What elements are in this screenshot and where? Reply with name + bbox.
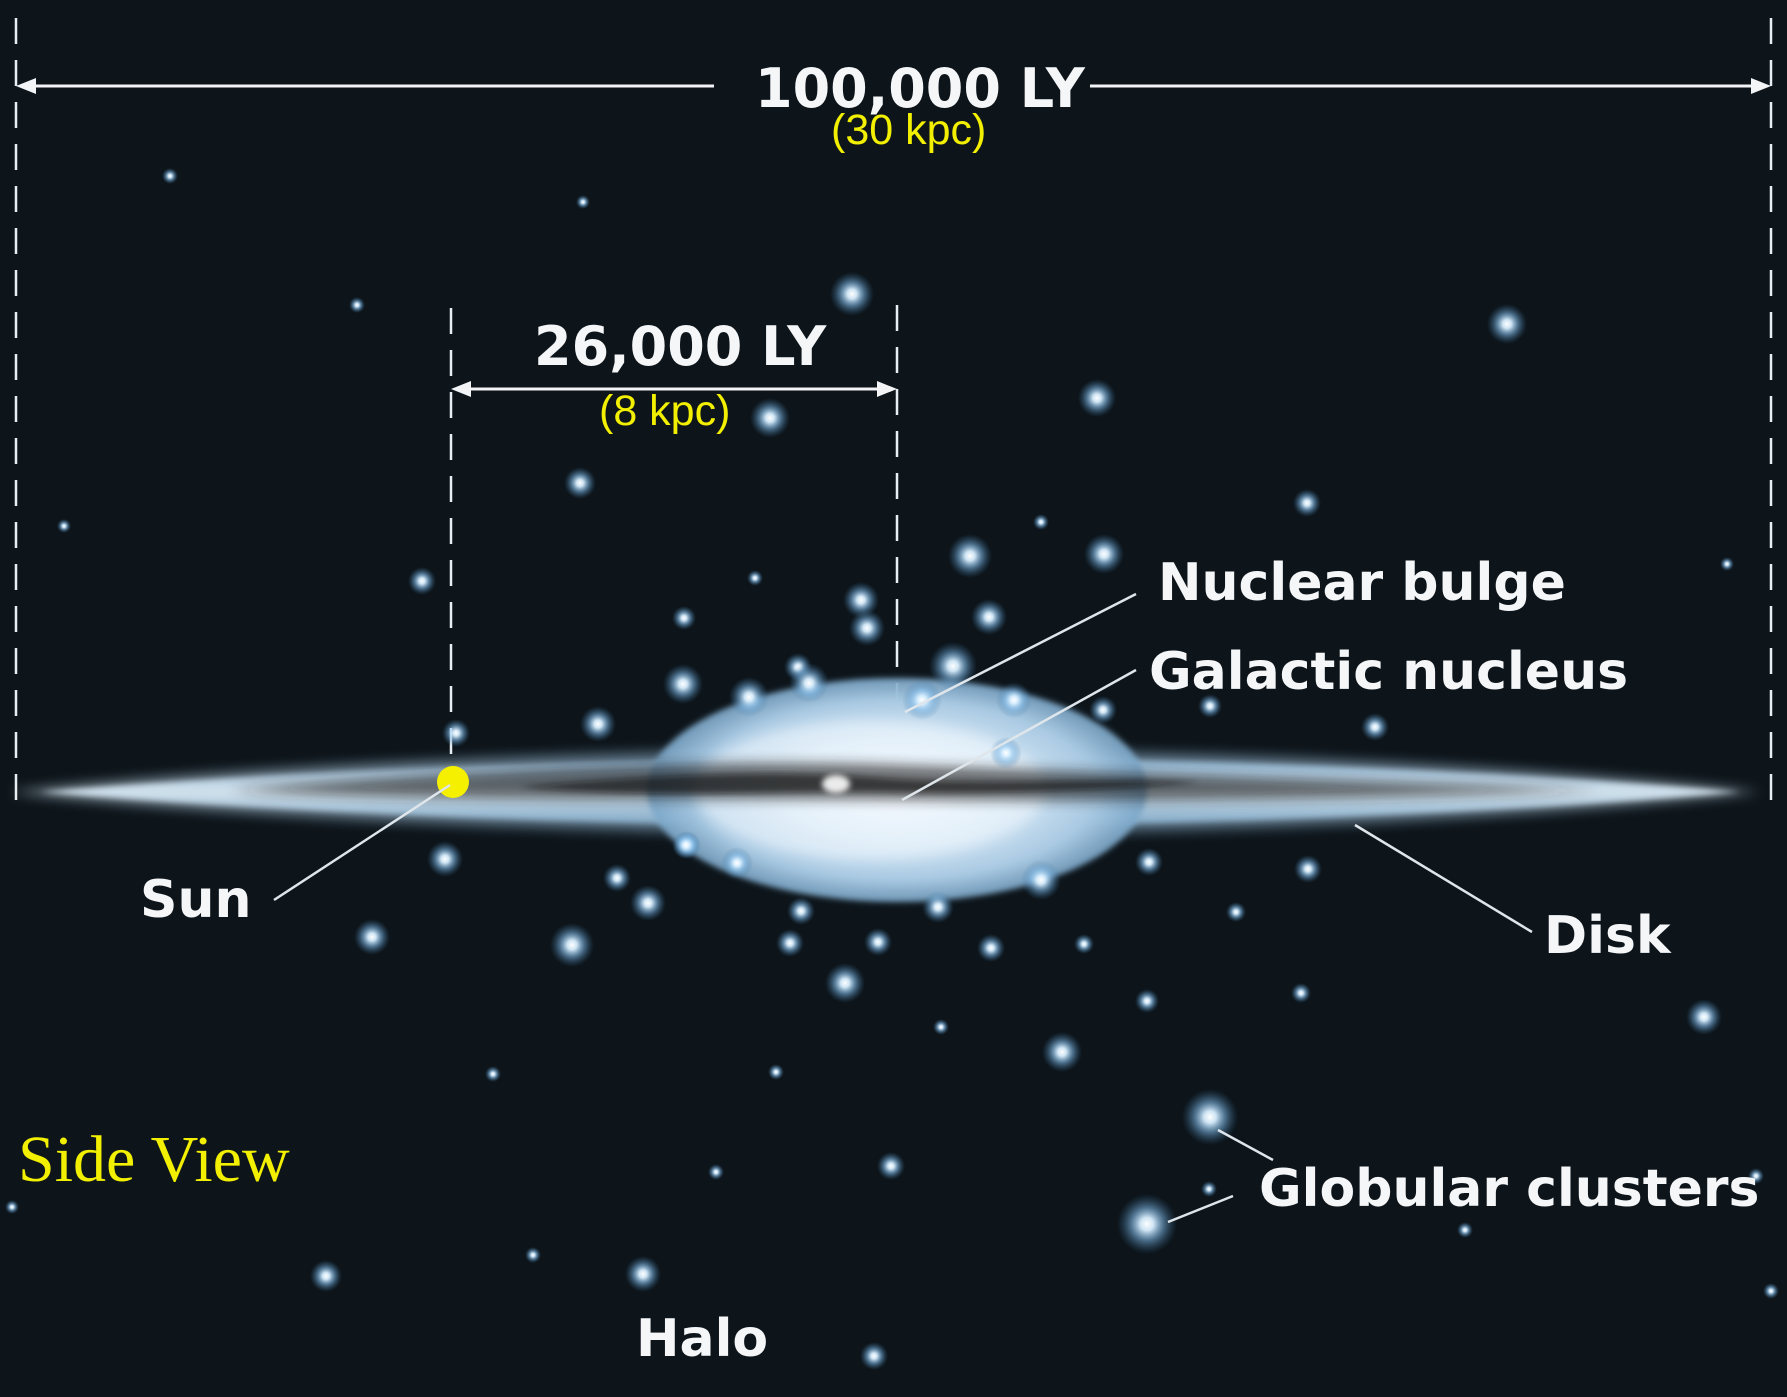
globular-cluster xyxy=(663,664,703,704)
halo-star xyxy=(1033,514,1049,530)
globular-cluster xyxy=(672,831,700,859)
globular-cluster xyxy=(971,599,1007,635)
globular-cluster xyxy=(672,606,696,630)
globular-cluster xyxy=(843,582,879,618)
globular-cluster xyxy=(830,272,874,316)
measurement-guides xyxy=(14,18,1773,800)
globular-cluster xyxy=(564,467,596,499)
globular-cluster xyxy=(1078,379,1116,417)
leader-lines xyxy=(273,592,1533,1224)
view-title: Side View xyxy=(18,1123,290,1196)
sun-marker xyxy=(437,766,469,798)
sun-label: Sun xyxy=(140,870,252,930)
globular-cluster xyxy=(354,919,390,955)
globular-cluster xyxy=(1294,855,1322,883)
globular-cluster xyxy=(1117,1194,1177,1254)
globular-cluster xyxy=(1293,489,1321,517)
halo-star xyxy=(5,1200,19,1214)
galaxy-disk xyxy=(10,678,1760,902)
globular-cluster xyxy=(580,706,616,742)
halo-star xyxy=(1748,1168,1764,1184)
halo-star xyxy=(1074,934,1094,954)
globular-cluster xyxy=(860,1342,888,1370)
halo-star xyxy=(933,1019,949,1035)
globular-cluster xyxy=(442,719,470,747)
sun-distance-label: 26,000 LY xyxy=(534,315,827,378)
globular-cluster xyxy=(1361,713,1389,741)
globular-cluster xyxy=(1135,848,1163,876)
full-diameter-label: 100,000 LY xyxy=(755,57,1085,120)
globular-cluster xyxy=(977,934,1005,962)
sun-distance-kpc-label: (8 kpc) xyxy=(599,387,731,435)
full-diameter-kpc-label: (30 kpc) xyxy=(831,106,987,154)
halo-star xyxy=(708,1164,724,1180)
globular-cluster xyxy=(877,1152,905,1180)
globular-cluster xyxy=(427,841,463,877)
globular-cluster xyxy=(721,847,753,879)
halo-star xyxy=(1291,983,1311,1003)
globular-cluster xyxy=(1021,860,1061,900)
halo-star xyxy=(1226,902,1246,922)
globular-cluster xyxy=(603,864,631,892)
halo-star xyxy=(1457,1222,1473,1238)
globular-cluster-field xyxy=(5,168,1779,1370)
globular-cluster xyxy=(929,642,977,690)
globular-cluster xyxy=(630,885,666,921)
globular-cluster xyxy=(1182,1089,1238,1145)
globular-cluster xyxy=(864,928,892,956)
globular-cluster xyxy=(996,682,1032,718)
galactic-nucleus-label: Galactic nucleus xyxy=(1149,642,1629,702)
halo-star xyxy=(1720,557,1734,571)
globular-cluster xyxy=(550,923,594,967)
globular-cluster xyxy=(1042,1032,1082,1072)
halo-label: Halo xyxy=(636,1309,769,1369)
halo-star xyxy=(57,519,71,533)
globular-cluster xyxy=(750,398,790,438)
globular-cluster xyxy=(310,1260,342,1292)
globular-cluster xyxy=(1084,534,1124,574)
globular-cluster xyxy=(625,1256,661,1292)
halo-star xyxy=(485,1066,501,1082)
halo-star xyxy=(162,168,178,184)
globular-cluster xyxy=(787,897,815,925)
globular-cluster xyxy=(902,680,942,720)
disk-label: Disk xyxy=(1544,906,1671,966)
halo-star xyxy=(768,1064,784,1080)
globular-cluster xyxy=(849,610,885,646)
globular-cluster xyxy=(1198,694,1222,718)
globular-cluster xyxy=(948,534,992,578)
halo-star xyxy=(576,195,590,209)
globular-cluster xyxy=(922,891,954,923)
globular-cluster xyxy=(408,567,436,595)
nuclear-bulge-label: Nuclear bulge xyxy=(1158,553,1566,613)
halo-star xyxy=(1201,1181,1217,1197)
globular-cluster xyxy=(1089,696,1117,724)
halo-star xyxy=(747,570,763,586)
globular-cluster xyxy=(1135,989,1159,1013)
dimension-arrows xyxy=(16,78,1771,397)
halo-star xyxy=(1763,1283,1779,1299)
globular-cluster xyxy=(729,677,769,717)
globular-clusters-label: Globular clusters xyxy=(1259,1159,1760,1219)
halo-star xyxy=(349,297,365,313)
globular-cluster xyxy=(990,737,1022,769)
globular-cluster xyxy=(1686,999,1722,1035)
halo-star xyxy=(525,1247,541,1263)
globular-cluster xyxy=(776,929,804,957)
globular-cluster xyxy=(789,663,829,703)
globular-cluster xyxy=(825,963,865,1003)
globular-cluster xyxy=(1487,304,1527,344)
